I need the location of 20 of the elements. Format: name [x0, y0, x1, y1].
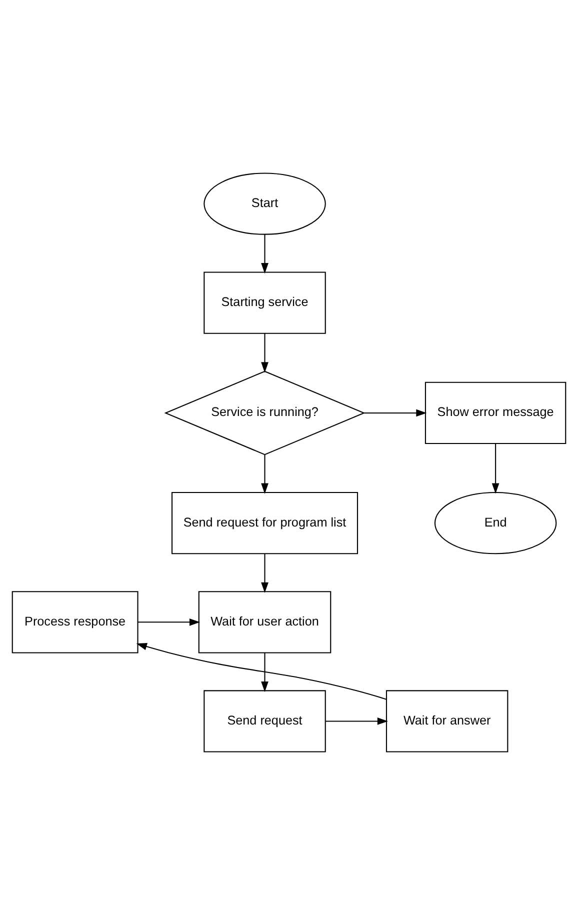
node-ellipse: Start: [204, 172, 326, 234]
arrow: [261, 234, 268, 274]
node-ellipse: End: [434, 492, 557, 554]
node-box: Wait for user action: [198, 590, 332, 653]
node-box: Process response: [12, 590, 138, 653]
node-box: Starting service: [204, 271, 326, 334]
arrow: [326, 717, 388, 724]
node-box: Show error message: [424, 381, 566, 444]
arrow: [261, 454, 268, 494]
node-box: Wait for answer: [386, 690, 508, 752]
node-box: Send request: [204, 690, 326, 752]
node-diamond: Service is running?: [164, 370, 366, 455]
arrow: [136, 642, 387, 700]
node-box: Send request for program list: [172, 492, 358, 554]
arrow: [138, 618, 200, 626]
arrow: [492, 443, 500, 494]
arrow: [261, 332, 268, 372]
arrow: [364, 408, 427, 416]
arrow: [261, 652, 268, 692]
arrow: [261, 553, 268, 592]
